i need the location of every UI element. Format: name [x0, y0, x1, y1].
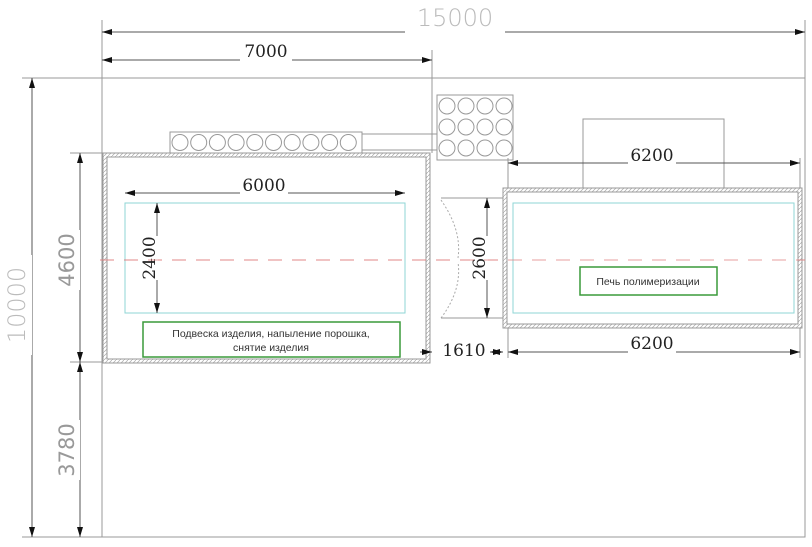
- dim-text: 2400: [140, 236, 160, 279]
- dim-text: 6200: [630, 334, 673, 354]
- filter-cartridge: [208, 134, 226, 151]
- filter-cartridge: [495, 97, 513, 115]
- dim-oven-length-top: 6200: [507, 146, 801, 188]
- filter-cartridge: [302, 134, 320, 151]
- oven-doors: [440, 197, 503, 319]
- dim-booth-zone-width: 7000: [102, 42, 433, 153]
- site-boundary: [101, 77, 806, 538]
- dim-text: 1610: [442, 341, 485, 361]
- dim-text: 3780: [55, 423, 79, 476]
- filter-cartridge: [438, 97, 456, 115]
- curing-oven: [502, 118, 803, 329]
- dim-text: 10000: [3, 267, 31, 343]
- dim-oven-opening: 2600: [470, 198, 490, 318]
- dim-overall-height: 10000: [3, 77, 102, 538]
- dim-text: 15000: [417, 4, 493, 32]
- cartridge-filter-block: [436, 94, 514, 161]
- label-line: Подвеска изделия, напыление порошка,: [172, 328, 369, 340]
- dim-zone-heights: 4600 3780: [55, 152, 103, 537]
- dim-overall-width: 15000: [101, 4, 806, 78]
- filter-cartridge: [246, 134, 264, 151]
- dim-text: 2600: [470, 236, 490, 279]
- filter-cartridge: [476, 97, 494, 115]
- filter-cartridge: [321, 134, 339, 151]
- dim-text: 7000: [244, 42, 287, 62]
- dim-booth-length: 6000: [125, 176, 405, 196]
- filter-cartridge: [457, 118, 475, 136]
- filter-cartridge: [283, 134, 301, 151]
- filter-cartridge: [171, 134, 189, 151]
- booth-work-area: [124, 202, 406, 314]
- dim-text: 4600: [55, 233, 79, 286]
- dim-oven-length-bottom: 6200: [507, 328, 801, 358]
- filter-cartridge: [495, 139, 513, 157]
- filter-cartridge: [495, 118, 513, 136]
- dim-gap: 1610: [420, 341, 503, 361]
- booth-label: Подвеска изделия, напыление порошка, сня…: [142, 321, 401, 358]
- filter-cartridge: [190, 134, 208, 151]
- dim-booth-width: 2400: [140, 203, 160, 313]
- filter-cartridge: [438, 139, 456, 157]
- oven-label: Печь полимеризации: [579, 266, 718, 296]
- filter-cartridge: [265, 134, 282, 151]
- filter-cartridge: [339, 134, 357, 151]
- label-text: Печь полимеризации: [596, 276, 699, 288]
- dim-text: 6200: [630, 146, 673, 166]
- dim-text: 6000: [242, 176, 285, 196]
- filter-cartridge: [438, 118, 456, 136]
- filter-cartridge: [457, 97, 475, 115]
- cartridge-filter-strip: [169, 131, 438, 154]
- filter-cartridge: [457, 139, 475, 157]
- filter-cartridge: [227, 134, 245, 151]
- filter-cartridge: [476, 139, 494, 157]
- filter-cartridge: [476, 118, 494, 136]
- label-line: снятие изделия: [233, 342, 309, 354]
